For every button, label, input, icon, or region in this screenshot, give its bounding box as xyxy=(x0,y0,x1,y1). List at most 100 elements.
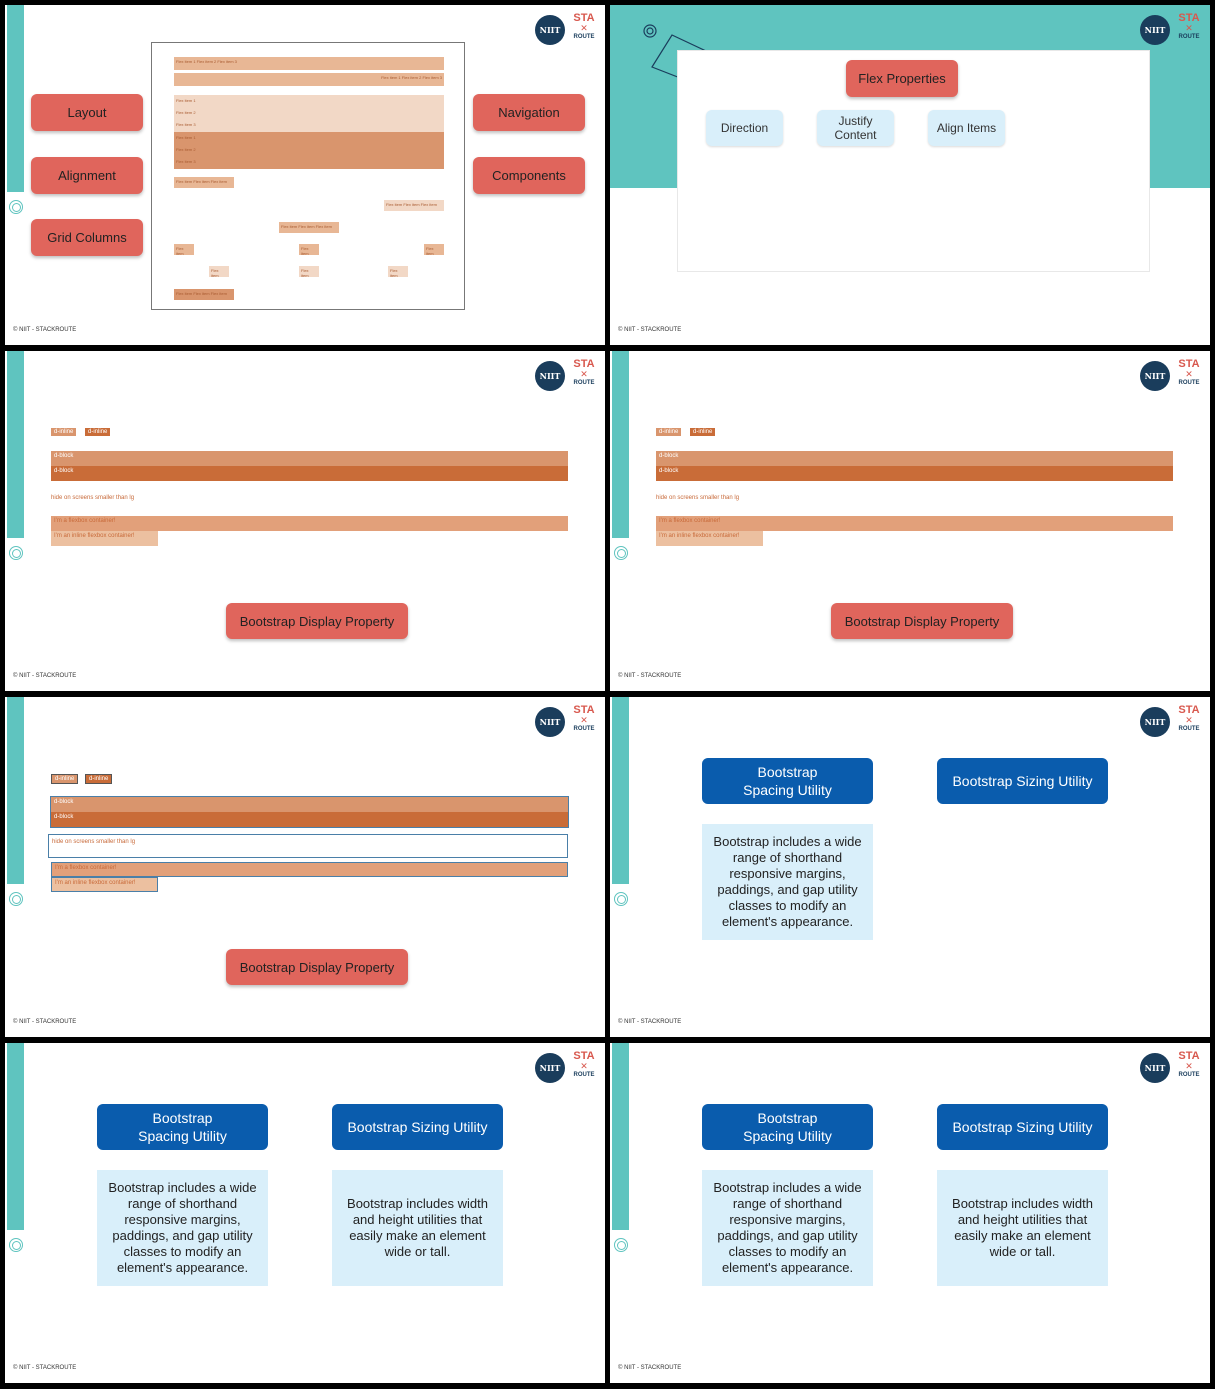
ring-icon xyxy=(614,892,628,906)
sizing-utility-button[interactable]: Bootstrap Sizing Utility xyxy=(937,758,1108,804)
mock-row: Flex item 1 Flex item 2 Flex item 3 xyxy=(174,73,444,86)
footer: © NIIT - STACKROUTE xyxy=(13,327,77,333)
accent-bar xyxy=(612,351,629,538)
mock-item: Flex item 2 xyxy=(176,147,196,152)
inline-flex-bar: I'm an inline flexbox container! xyxy=(51,877,158,892)
spacing-utility-description: Bootstrap includes a wide range of short… xyxy=(97,1170,268,1286)
footer: © NIIT - STACKROUTE xyxy=(13,673,77,679)
flex-layout-mockup: Flex item 1 Flex item 2 Flex item 3 Flex… xyxy=(151,42,465,310)
stackroute-logo: STA✕ROUTE xyxy=(1178,12,1200,41)
d-block-bar: d-block xyxy=(51,812,568,827)
mock-row: Flex item Flex item Flex item xyxy=(174,177,234,188)
sizing-utility-button[interactable]: Bootstrap Sizing Utility xyxy=(937,1104,1108,1150)
ring-icon xyxy=(614,546,628,560)
mock-item: Flex item 1 xyxy=(176,135,196,140)
niit-logo: NIIT xyxy=(1140,361,1170,391)
stackroute-logo: STA✕ROUTE xyxy=(573,1050,595,1079)
display-property-button[interactable]: Bootstrap Display Property xyxy=(226,603,408,639)
mock-item: Flex item 1 xyxy=(176,98,196,103)
justify-content-chip[interactable]: Justify Content xyxy=(817,110,894,146)
spacing-utility-description: Bootstrap includes a wide range of short… xyxy=(702,1170,873,1286)
stackroute-logo: STA✕ROUTE xyxy=(1178,1050,1200,1079)
flex-properties-button[interactable]: Flex Properties xyxy=(846,60,958,97)
niit-logo: NIIT xyxy=(535,707,565,737)
sizing-utility-description: Bootstrap includes width and height util… xyxy=(332,1170,503,1286)
slide-flex-properties: NIIT STA✕ROUTE Flex Properties Direction… xyxy=(610,5,1210,345)
d-inline-tag: d-inline xyxy=(85,428,111,436)
hide-text: hide on screens smaller than lg xyxy=(48,834,568,858)
sizing-utility-button[interactable]: Bootstrap Sizing Utility xyxy=(332,1104,503,1150)
display-property-button[interactable]: Bootstrap Display Property xyxy=(831,603,1013,639)
inline-flex-bar: I'm an inline flexbox container! xyxy=(656,531,763,546)
d-block-bar: d-block xyxy=(656,451,1173,466)
mock-item: Flex item 3 xyxy=(176,159,196,164)
mock-column-dark: Flex item 1 Flex item 2 Flex item 3 xyxy=(174,132,444,169)
ring-icon xyxy=(614,1238,628,1252)
decor-shapes-icon xyxy=(643,24,707,81)
stackroute-logo: STA✕ROUTE xyxy=(573,358,595,387)
mock-column: Flex item 1 Flex item 2 Flex item 3 xyxy=(174,95,444,132)
components-button[interactable]: Components xyxy=(473,157,585,194)
niit-logo: NIIT xyxy=(535,361,565,391)
footer: © NIIT - STACKROUTE xyxy=(618,1365,682,1371)
accent-bar xyxy=(612,697,629,884)
niit-logo: NIIT xyxy=(1140,15,1170,45)
mock-item: Flex item 2 xyxy=(176,110,196,115)
mock-item: Flex item xyxy=(174,244,194,256)
align-items-chip[interactable]: Align Items xyxy=(928,110,1005,146)
slide-display-property: NIIT STA✕ROUTE d-inline d-inline d-block… xyxy=(5,351,605,691)
direction-chip[interactable]: Direction xyxy=(706,110,783,146)
d-inline-tag: d-inline xyxy=(85,774,113,784)
layout-button[interactable]: Layout xyxy=(31,94,143,131)
spacing-utility-description: Bootstrap includes a wide range of short… xyxy=(702,824,873,940)
inline-flex-bar: I'm an inline flexbox container! xyxy=(51,531,158,546)
footer: © NIIT - STACKROUTE xyxy=(13,1365,77,1371)
stackroute-logo: STA✕ROUTE xyxy=(573,12,595,41)
stackroute-logo: STA✕ROUTE xyxy=(573,704,595,733)
mock-item: Flex item xyxy=(299,266,319,278)
stackroute-logo: STA✕ROUTE xyxy=(1178,358,1200,387)
spacing-utility-button[interactable]: Bootstrap Spacing Utility xyxy=(702,1104,873,1150)
sizing-utility-description: Bootstrap includes width and height util… xyxy=(937,1170,1108,1286)
slide-display-property: NIIT STA✕ROUTE d-inline d-inline d-block… xyxy=(610,351,1210,691)
spacing-utility-button[interactable]: Bootstrap Spacing Utility xyxy=(702,758,873,804)
accent-bar xyxy=(7,5,24,192)
mock-item: Flex item xyxy=(209,266,229,278)
d-inline-tag: d-inline xyxy=(656,428,682,436)
d-inline-tag: d-inline xyxy=(51,428,77,436)
ring-icon xyxy=(9,1238,23,1252)
mock-row: Flex item Flex item Flex item xyxy=(279,222,339,233)
hide-text: hide on screens smaller than lg xyxy=(656,495,740,501)
ring-icon xyxy=(9,546,23,560)
footer: © NIIT - STACKROUTE xyxy=(13,1019,77,1025)
navigation-button[interactable]: Navigation xyxy=(473,94,585,131)
niit-logo: NIIT xyxy=(1140,1053,1170,1083)
slide-utilities: NIIT STA✕ROUTE Bootstrap Spacing Utility… xyxy=(5,1043,605,1383)
accent-bar xyxy=(7,351,24,538)
grid-columns-button[interactable]: Grid Columns xyxy=(31,219,143,256)
d-inline-tag: d-inline xyxy=(690,428,716,436)
d-block-bar: d-block xyxy=(51,451,568,466)
mock-row: Flex item Flex item Flex item xyxy=(174,289,234,300)
footer: © NIIT - STACKROUTE xyxy=(618,1019,682,1025)
content-card xyxy=(677,50,1150,272)
accent-bar xyxy=(7,1043,24,1230)
niit-logo: NIIT xyxy=(535,15,565,45)
slide-display-property-outlined: NIIT STA✕ROUTE d-inline d-inline d-block… xyxy=(5,697,605,1037)
spacing-utility-button[interactable]: Bootstrap Spacing Utility xyxy=(97,1104,268,1150)
mock-item: Flex item xyxy=(299,244,319,256)
ring-icon xyxy=(9,200,23,214)
mock-item: Flex item xyxy=(424,244,444,256)
slide-bootstrap-overview: NIIT STA✕ROUTE Layout Alignment Grid Col… xyxy=(5,5,605,345)
mock-row: Flex item 1 Flex item 2 Flex item 3 xyxy=(174,57,444,70)
niit-logo: NIIT xyxy=(535,1053,565,1083)
slide-utilities: NIIT STA✕ROUTE Bootstrap Spacing Utility… xyxy=(610,697,1210,1037)
hide-text: hide on screens smaller than lg xyxy=(51,495,135,501)
d-block-outline xyxy=(50,796,569,828)
mock-row: Flex item Flex item Flex item xyxy=(384,200,444,211)
mock-item: Flex item 3 xyxy=(176,122,196,127)
display-property-button[interactable]: Bootstrap Display Property xyxy=(226,949,408,985)
ring-icon xyxy=(9,892,23,906)
d-block-bar: d-block xyxy=(656,466,1173,481)
alignment-button[interactable]: Alignment xyxy=(31,157,143,194)
